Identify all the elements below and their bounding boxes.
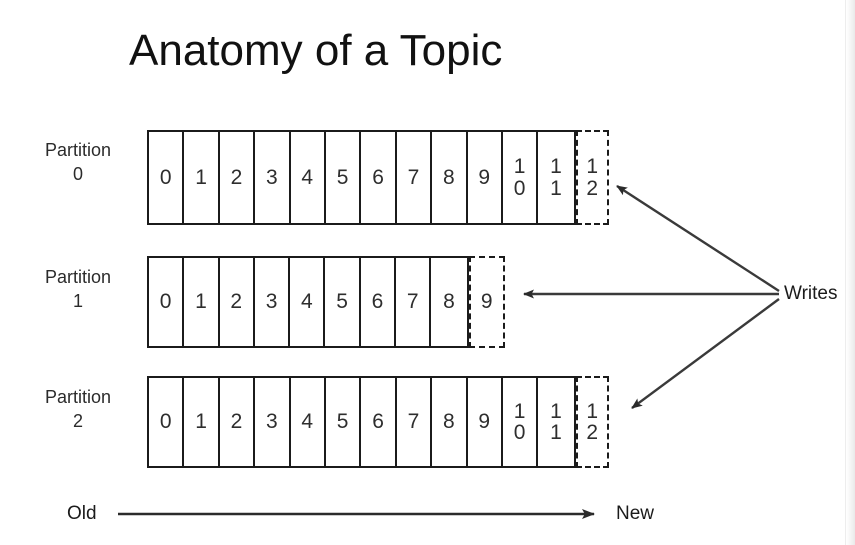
partition-1-cell-0-value: 0 (159, 290, 172, 314)
partition-2-cell-7: 7 (396, 378, 433, 466)
partition-0-cell-7-value: 7 (407, 165, 420, 189)
writes-label: Writes (784, 283, 838, 304)
partition-label-0: Partition 0 (13, 139, 143, 187)
partition-2-cell-5: 5 (325, 378, 362, 466)
partition-label-2-line2: 2 (72, 410, 83, 431)
partition-1-cell-7: 7 (396, 258, 432, 346)
partition-1-cell-3: 3 (254, 258, 291, 346)
partition-0-cell-0: 0 (149, 132, 185, 223)
partition-1-cell-4-value: 4 (300, 290, 313, 314)
partition-2-cell-1-value: 1 (195, 410, 207, 434)
partition-1-cell-6: 6 (360, 258, 397, 346)
partition-2-cell-0: 0 (149, 378, 185, 466)
partition-2-cell-0-value: 0 (159, 410, 172, 434)
write-arrow-partition-0 (616, 184, 780, 293)
partition-2-cell-2: 2 (219, 378, 256, 466)
partition-2-cell-5-value: 5 (336, 410, 349, 434)
page-edge (845, 0, 855, 545)
partition-1-cell-8: 8 (431, 258, 467, 346)
partition-label-2: Partition 2 (13, 386, 143, 434)
partition-0-cell-6-value: 6 (372, 165, 384, 189)
partition-2-cell-4-value: 4 (301, 410, 314, 434)
partition-0-cell-8: 8 (432, 132, 468, 223)
partition-1-pending-value: 9 (480, 290, 493, 314)
partition-2-cell-6: 6 (361, 378, 397, 466)
partition-0-cell-5: 5 (325, 132, 362, 223)
partition-0-cell-1-value: 1 (195, 165, 207, 189)
partition-label-1-line2: 1 (72, 290, 83, 311)
partition-0-cell-5-value: 5 (336, 165, 349, 189)
partition-label-0-line2: 0 (72, 163, 83, 184)
partition-0-cell-4: 4 (290, 132, 326, 223)
timeline-old-label: Old (67, 503, 97, 524)
partition-1-cell-8-value: 8 (443, 290, 455, 314)
partition-0-cell-0-value: 0 (159, 165, 172, 189)
partition-label-0-line1: Partition (44, 140, 112, 160)
partition-0-cell-2: 2 (219, 132, 256, 223)
partition-0-cell-4-value: 4 (301, 165, 314, 189)
partition-2-cell-3-value: 3 (266, 410, 278, 434)
partition-1-cell-1: 1 (184, 258, 220, 346)
partition-1-cell-7-value: 7 (406, 290, 419, 314)
partition-1-cell-2: 2 (219, 258, 255, 346)
partition-1-cell-1-value: 1 (195, 290, 207, 314)
timeline-new-label: New (616, 503, 655, 524)
partition-2-cell-3: 3 (255, 378, 291, 466)
partition-2-cell-9: 9 (467, 378, 503, 466)
write-arrow-partition-2 (631, 298, 780, 409)
partition-2-cell-8-value: 8 (442, 410, 455, 434)
partition-2-cell-2-value: 2 (230, 410, 243, 434)
partition-0-cell-3: 3 (255, 132, 291, 223)
partition-label-2-line1: Partition (44, 387, 112, 407)
partition-0-cell-2-value: 2 (230, 165, 243, 189)
partition-0-cell-8-value: 8 (442, 165, 455, 189)
partition-1-cell-2-value: 2 (230, 290, 243, 314)
partition-1-cell-4: 4 (290, 258, 326, 346)
partition-0-cell-7: 7 (396, 132, 433, 223)
partition-1-cell-0: 0 (149, 258, 185, 346)
partition-label-1: Partition 1 (13, 266, 143, 314)
partition-0-cell-9-value: 9 (478, 165, 491, 189)
page-title: Anatomy of a Topic (129, 26, 503, 75)
partition-1-cell-5-value: 5 (336, 290, 348, 314)
partition-1-cell-3-value: 3 (265, 290, 278, 314)
partition-label-1-line1: Partition (44, 267, 112, 287)
partition-1-pending-cell: 9 (468, 256, 505, 348)
partition-0-cell-6: 6 (361, 132, 397, 223)
partition-0-cell-3-value: 3 (266, 165, 278, 189)
partition-2-cell-4: 4 (290, 378, 326, 466)
partition-1-cell-6-value: 6 (371, 290, 384, 314)
partition-1-cell-5: 5 (325, 258, 361, 346)
partition-0-cell-1: 1 (184, 132, 220, 223)
partition-2-cell-1: 1 (184, 378, 220, 466)
partition-0-cell-9: 9 (467, 132, 503, 223)
partition-2-cell-7-value: 7 (407, 410, 420, 434)
partition-2-cell-9-value: 9 (478, 410, 491, 434)
partition-2-cell-6-value: 6 (372, 410, 384, 434)
partition-2-cell-8: 8 (432, 378, 468, 466)
